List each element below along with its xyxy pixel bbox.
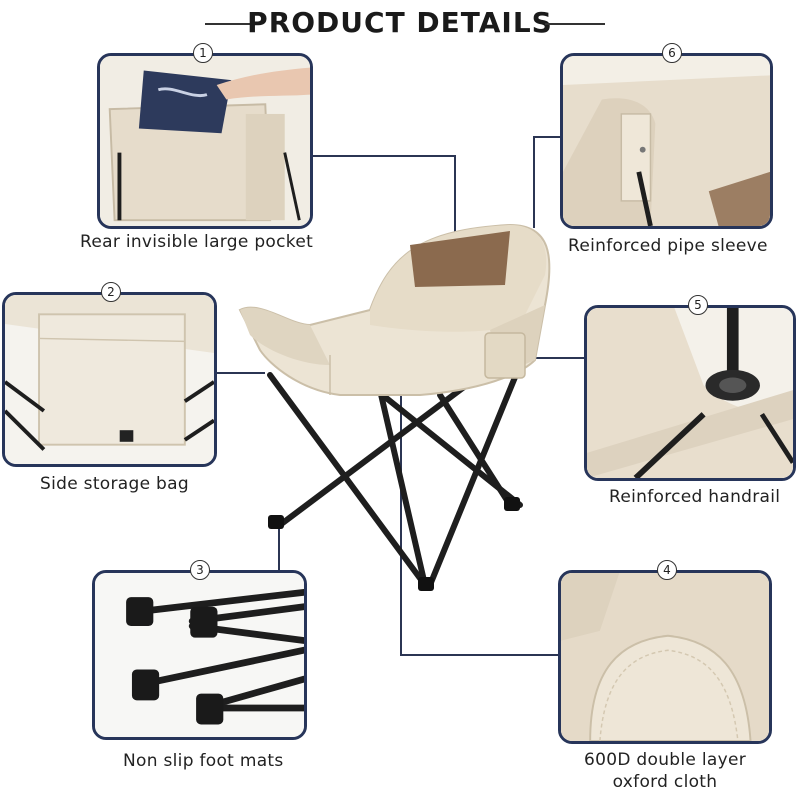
feature-caption-1: Rear invisible large pocket	[80, 232, 314, 252]
oxford-cloth-image	[561, 573, 769, 741]
rear-pocket-image	[100, 56, 310, 226]
feature-number-4-badge: 4	[657, 560, 677, 580]
leader-line-1-h	[312, 155, 455, 157]
pipe-sleeve-image	[563, 56, 770, 226]
feature-number-3-badge: 3	[190, 560, 210, 580]
feature-number-2-badge: 2	[101, 282, 121, 302]
feature-caption-4-line2: oxford cloth	[612, 772, 718, 792]
detail-panel-oxford-cloth	[558, 570, 772, 744]
feature-caption-6: Reinforced pipe sleeve	[568, 236, 768, 256]
leader-line-1-v	[454, 155, 456, 240]
leader-line-2-h	[215, 372, 265, 374]
handrail-image	[587, 308, 793, 478]
feature-number-6-badge: 6	[662, 43, 682, 63]
side-bag-image	[5, 295, 214, 464]
title-rule-left	[205, 23, 257, 25]
feature-number-1-badge: 1	[193, 43, 213, 63]
feature-caption-3: Non slip foot mats	[123, 751, 284, 771]
detail-panel-rear-pocket	[97, 53, 313, 229]
leader-line-4-v	[400, 370, 402, 655]
leader-line-4-h	[400, 654, 560, 656]
feature-caption-4-line1: 600D double layer	[583, 750, 747, 770]
detail-panel-pipe-sleeve	[560, 53, 773, 229]
feature-number-5-badge: 5	[688, 295, 708, 315]
leader-line-5-h	[520, 357, 584, 359]
detail-panel-foot-mats	[92, 570, 307, 740]
detail-panel-handrail	[584, 305, 796, 481]
folding-chair-image	[238, 223, 551, 591]
detail-panel-side-bag	[2, 292, 217, 467]
feature-caption-5: Reinforced handrail	[609, 487, 781, 507]
leader-line-6-h	[533, 136, 560, 138]
leader-line-6-v	[533, 136, 535, 228]
page-title: PRODUCT DETAILS	[247, 6, 553, 39]
foot-mats-image	[95, 573, 304, 737]
title-rule-right	[545, 23, 605, 25]
leader-line-3-v	[278, 528, 280, 573]
feature-caption-2: Side storage bag	[40, 474, 189, 494]
